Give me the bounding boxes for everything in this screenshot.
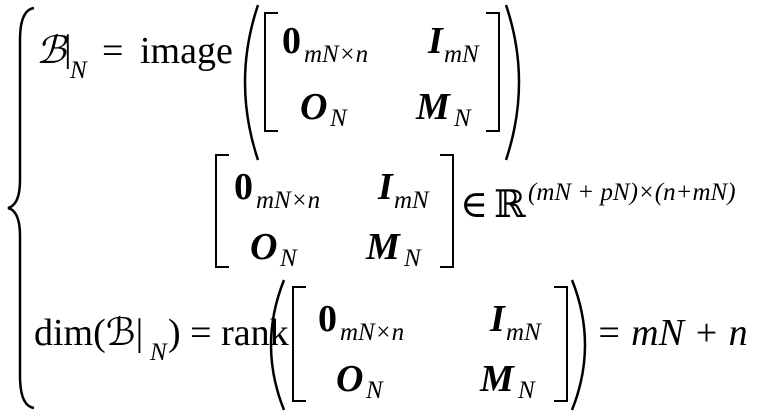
left-bracket xyxy=(215,154,229,268)
right-bracket xyxy=(554,286,568,402)
m-matrix: M xyxy=(416,86,450,128)
o-sub: N xyxy=(330,105,347,132)
m-matrix: M xyxy=(366,226,400,268)
o-sub: N xyxy=(366,377,383,404)
restrict-sub: N xyxy=(70,57,87,84)
zero-sub: mN×n xyxy=(304,41,369,68)
o-matrix: O xyxy=(300,86,328,128)
identity-sub: mN xyxy=(506,319,541,346)
set-b-symbol: ℬ xyxy=(36,30,66,72)
right-paren xyxy=(570,279,587,411)
left-bracket xyxy=(292,286,306,402)
o-matrix: O xyxy=(250,226,278,268)
right-paren xyxy=(504,4,521,161)
left-paren xyxy=(269,279,286,411)
rhs-value: = mN + n xyxy=(596,312,748,354)
m-sub: N xyxy=(454,105,471,132)
identity-sub: mN xyxy=(444,41,479,68)
zero-sub: mN×n xyxy=(340,319,405,346)
element-of: ∈ xyxy=(460,184,489,226)
m-sub: N xyxy=(404,245,421,272)
rank-func: ) = rank xyxy=(168,312,289,354)
image-func: image xyxy=(140,30,233,72)
zero-matrix: 0 xyxy=(234,166,253,208)
left-brace xyxy=(7,6,35,410)
zero-sub: mN×n xyxy=(256,187,321,214)
zero-matrix: 0 xyxy=(282,20,301,62)
right-bracket xyxy=(486,12,500,132)
right-bracket xyxy=(440,154,454,268)
m-sub: N xyxy=(518,377,535,404)
left-bracket xyxy=(264,12,278,132)
dimension-superscript: (mN + pN)×(n+mN) xyxy=(528,179,736,206)
restrict-bar: | xyxy=(64,28,72,70)
m-matrix: M xyxy=(480,358,514,400)
identity-matrix: I xyxy=(378,166,393,208)
o-matrix: O xyxy=(336,358,364,400)
reals-symbol: ℝ xyxy=(494,184,526,226)
identity-matrix: I xyxy=(490,298,505,340)
identity-matrix: I xyxy=(428,20,443,62)
dim-lhs: dim(ℬ| xyxy=(34,312,144,354)
restrict-sub: N xyxy=(150,339,167,366)
identity-sub: mN xyxy=(394,187,429,214)
equals: = xyxy=(102,30,124,72)
o-sub: N xyxy=(280,245,297,272)
zero-matrix: 0 xyxy=(318,298,337,340)
left-paren xyxy=(243,4,260,161)
